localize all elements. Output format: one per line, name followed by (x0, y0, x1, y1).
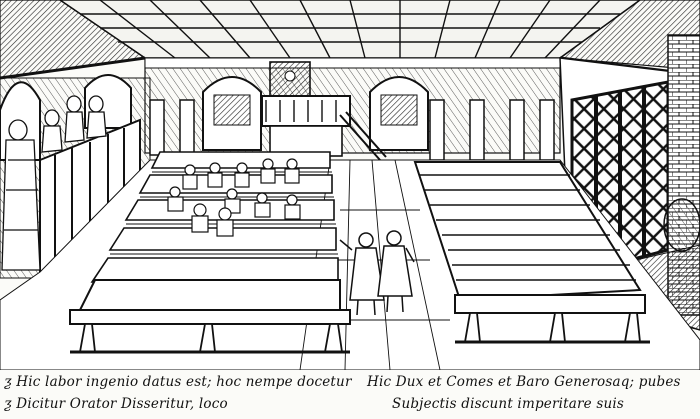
coffered-ceiling (0, 0, 700, 80)
two-boys-in-aisle (339, 230, 415, 316)
caption-right-line-1: Hic Dux et Comes et Baro Generosaq; pube… (367, 374, 681, 390)
lecture-hall-engraving (0, 0, 700, 370)
caption-left-line-1: ƺ Hic labor ingenio datus est; hoc nempe… (4, 374, 352, 390)
left-benches-with-students (69, 151, 351, 354)
right-benches (413, 161, 650, 344)
caption-left-line-2: ƺ Dicitur Orator Disseritur, loco (4, 396, 228, 412)
back-wall (144, 57, 561, 161)
pulpit-lectern (261, 61, 387, 161)
caption-right-line-2: Subjectis discunt imperitare suis (392, 396, 625, 412)
